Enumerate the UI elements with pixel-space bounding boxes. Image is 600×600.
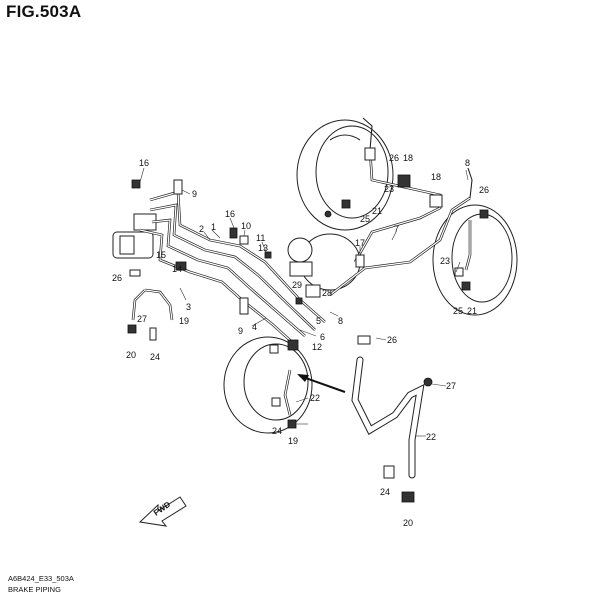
callout: 26 — [479, 185, 489, 195]
callout: 28 — [322, 288, 332, 298]
leader-lines — [139, 167, 469, 437]
callout: 18 — [431, 172, 441, 182]
callout: 18 — [403, 153, 413, 163]
callout: 22 — [426, 432, 436, 442]
figure-code: A6B424_E33_503A — [8, 574, 74, 583]
fasteners — [127, 147, 489, 503]
callout: 26 — [112, 273, 122, 283]
callout: 26 — [389, 153, 399, 163]
callout: 24 — [272, 426, 282, 436]
callout: 2 — [199, 224, 204, 234]
callout: 17 — [355, 238, 365, 248]
callout: 11 — [256, 233, 265, 243]
callout: 27 — [137, 314, 147, 324]
brake-hose-right — [464, 220, 472, 271]
callout: 25 — [453, 306, 463, 316]
fwd-arrow: FWD — [138, 496, 187, 527]
brake-booster — [287, 233, 361, 291]
callout: 16 — [225, 209, 235, 219]
callout: 24 — [150, 352, 160, 362]
callout: 1 — [211, 222, 216, 232]
callouts: 16 9 2 1 16 10 11 13 15 14 26 3 27 19 20… — [112, 153, 489, 528]
callout: 20 — [403, 518, 413, 528]
callout: 21 — [372, 206, 382, 216]
callout: 20 — [126, 350, 136, 360]
callout: 5 — [316, 316, 321, 326]
callout: 9 — [238, 326, 243, 336]
callout: 7 — [394, 224, 399, 234]
callout: 24 — [380, 487, 390, 497]
brake-pipe-bundle — [139, 190, 326, 343]
brake-disc-lower-left — [223, 336, 313, 434]
callout: 19 — [179, 316, 189, 326]
callout: 21 — [467, 306, 477, 316]
callout: 4 — [252, 322, 257, 332]
brake-hose-lower-left — [283, 369, 292, 416]
callout: 8 — [465, 158, 470, 168]
callout: 6 — [320, 332, 325, 342]
hydraulic-unit — [112, 213, 157, 259]
callout: 8 — [338, 316, 343, 326]
callout: 14 — [172, 264, 182, 274]
callout: 19 — [288, 436, 298, 446]
callout: 22 — [310, 393, 320, 403]
brake-pipe-rear-right — [329, 167, 473, 297]
callout: 23 — [384, 184, 394, 194]
callout: 10 — [241, 221, 251, 231]
callout: 25 — [360, 214, 370, 224]
callout: 27 — [446, 381, 456, 391]
callout: 23 — [440, 256, 450, 266]
figure-title: FIG.503A — [6, 2, 82, 21]
callout: 26 — [387, 335, 397, 345]
brake-hose-front-large — [351, 356, 425, 479]
brake-hose-left — [131, 288, 174, 321]
figure-caption: BRAKE PIPING — [8, 585, 61, 594]
callout: 9 — [192, 189, 197, 199]
callout: 12 — [312, 342, 322, 352]
callout: 29 — [292, 280, 302, 290]
detail-arrow — [297, 374, 346, 393]
callout: 15 — [156, 250, 166, 260]
callout: 3 — [186, 302, 191, 312]
brake-pipe-front-right — [353, 117, 442, 263]
callout: 16 — [139, 158, 149, 168]
brake-disc-right — [432, 204, 518, 316]
callout: 13 — [258, 243, 268, 253]
